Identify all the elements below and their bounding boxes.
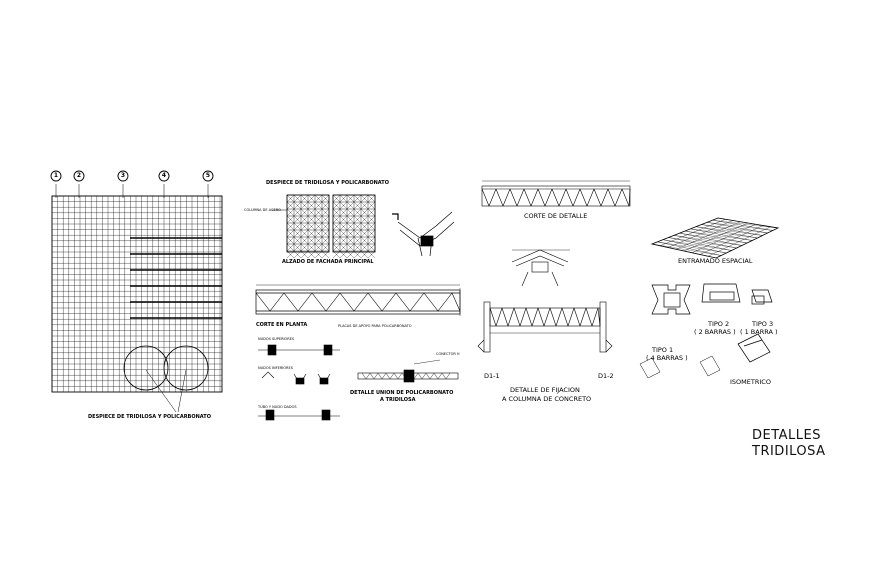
- grid-plan: [50, 170, 223, 413]
- nudos-inferiores-label: NUDOS INFERIORES: [258, 366, 293, 370]
- fijacion-label-2: A COLUMNA DE CONCRETO: [502, 395, 592, 403]
- tipo2-sub-label: ( 2 BARRAS ): [694, 328, 736, 336]
- grid-axis-label: 2: [76, 172, 82, 179]
- tubo-nudo-label: TUBO Y NUDO DADOS: [258, 405, 297, 409]
- d1-2-label: D1-2: [598, 372, 614, 380]
- entramado-label: ENTRAMADO ESPACIAL: [678, 257, 753, 265]
- grid-axis-label: 1: [53, 172, 59, 179]
- node-details: [258, 344, 459, 421]
- placas-apoyo-label: PLACAS DE APOYO PARA POLICARBONATO: [338, 324, 412, 328]
- corte-planta-label: CORTE EN PLANTA: [256, 322, 308, 328]
- nudos-superiores-label: NUDOS SUPERIORES: [258, 337, 295, 341]
- despiece-label-top: DESPIECE DE TRIDILOSA Y POLICARBONATO: [266, 180, 389, 186]
- sheet-title-line1: DETALLES: [752, 428, 821, 443]
- tipo3-sub-label: ( 1 BARRA ): [740, 328, 778, 336]
- despiece-label-bottom: DESPIECE DE TRIDILOSA Y POLICARBONATO: [88, 414, 211, 420]
- conector-label: CONECTOR H: [436, 352, 460, 356]
- alzado-label: ALZADO DE FACHADA PRINCIPAL: [282, 259, 374, 265]
- isometrico-label: ISOMETRICO: [730, 378, 771, 386]
- grid-axis-label: 5: [205, 172, 211, 179]
- detalle-union-label-2: A TRIDILOSA: [380, 397, 416, 403]
- grid-axis-label: 4: [161, 172, 167, 179]
- grid-axis-label: 3: [120, 172, 126, 179]
- connector-detail: [392, 211, 455, 257]
- tipo1-label: TIPO 1: [652, 346, 674, 354]
- space-frame-isometric: [650, 217, 780, 259]
- columna-acero-label: COLUMNA DE ACERO: [244, 208, 281, 212]
- sheet-title-line2: TRIDILOSA: [752, 444, 826, 459]
- fijacion-label-1: DETALLE DE FIJACION: [510, 386, 580, 394]
- tipo3-label: TIPO 3: [752, 320, 774, 328]
- corte-detalle-label: CORTE DE DETALLE: [524, 212, 588, 220]
- truss-elevation: [255, 284, 461, 316]
- detalle-union-label-1: DETALLE UNION DE POLICARBONATO: [350, 390, 454, 396]
- tipo1-sub-label: ( 4 BARRAS ): [646, 354, 688, 362]
- section-detail: [481, 180, 631, 287]
- column-fixing-detail: [477, 301, 613, 353]
- tipo2-label: TIPO 2: [708, 320, 730, 328]
- d1-1-label: D1-1: [484, 372, 500, 380]
- node-types: [639, 283, 773, 379]
- facade-elevation: [272, 194, 376, 259]
